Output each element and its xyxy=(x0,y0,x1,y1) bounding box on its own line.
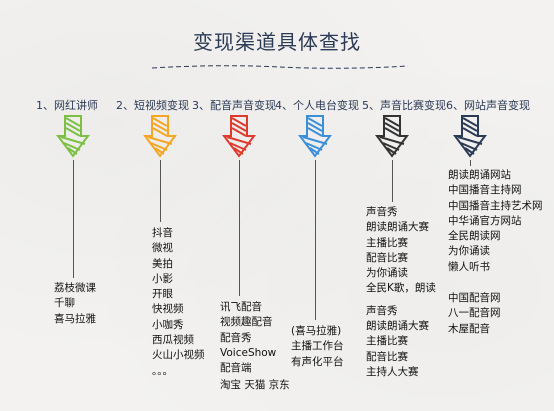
list-item: 主播比赛 xyxy=(366,236,408,249)
list-short-video: 抖音 微视 美拍 小影 开眼 快视频 小咖秀 西瓜视频 火山小视频 。。。 xyxy=(152,226,205,379)
list-item: 主播工作台 xyxy=(291,340,344,353)
list-item: 讯飞配音 xyxy=(220,301,262,313)
list-dubbing: 讯飞配音 视频趣配音 配音秀 VoiceShow 配音端 淘宝 天猫 京东 xyxy=(220,300,290,394)
heading-dubbing: 3、配音声音变现 xyxy=(192,99,276,112)
list-item: 懒人听书 xyxy=(448,260,490,273)
list-online-teacher: 荔枝微课 千聊 喜马拉雅 xyxy=(54,281,96,327)
list-item: 中国播音主持网 xyxy=(448,184,522,197)
list-item: 喜马拉雅 xyxy=(54,312,96,325)
heading-radio: 4、个人电台变现 xyxy=(275,99,359,112)
list-item: 小咖秀 xyxy=(152,318,184,331)
navy-arrow-icon xyxy=(453,115,487,158)
list-item: 火山小视频 xyxy=(152,349,205,362)
list-item: 声音秀 xyxy=(366,206,398,218)
list-item: 开眼 xyxy=(152,288,173,301)
heading-short-video: 2、短视频变现 xyxy=(116,99,189,112)
title-underline xyxy=(151,65,409,69)
page-title: 变现渠道具体查找 xyxy=(193,30,361,54)
list-item: VoiceShow xyxy=(220,346,277,359)
list-item: 千聊 xyxy=(54,297,75,310)
list-item: 木屋配音 xyxy=(448,322,490,335)
orange-arrow-icon xyxy=(143,115,177,158)
list-item: 微视 xyxy=(152,242,173,255)
list-item: 快视频 xyxy=(152,303,184,316)
list-item: 八一配音网 xyxy=(448,307,501,320)
list-item: 声音秀 xyxy=(366,304,398,317)
heading-online-teacher: 1、网红讲师 xyxy=(36,99,98,112)
list-item: 淘宝 天猫 京东 xyxy=(220,379,290,392)
list-item: 中华诵官方网站 xyxy=(448,214,522,227)
list-item: 为你诵读 xyxy=(366,267,408,280)
list-item: (喜马拉雅) xyxy=(291,325,342,337)
list-website: 朗读朗诵网站 中国播音主持网 中国播音主持艺术网 中华诵官方网站 全民朗读网 为… xyxy=(448,168,543,337)
green-arrow-icon xyxy=(56,115,90,158)
heading-contest: 5、声音比赛变现 xyxy=(362,99,446,112)
stem-line xyxy=(160,160,161,222)
list-item: 美拍 xyxy=(152,257,173,270)
stem-line xyxy=(239,160,240,296)
blue-arrow-icon xyxy=(298,115,332,158)
list-item: 主播比赛 xyxy=(366,335,408,348)
list-item: 配音比赛 xyxy=(366,251,408,264)
list-item: 有声化平台 xyxy=(291,355,344,368)
list-item: 抖音 xyxy=(152,227,173,239)
list-item: 配音比赛 xyxy=(366,350,408,363)
stem-line xyxy=(315,160,316,320)
list-item: 主持人大赛 xyxy=(366,365,419,378)
stem-line xyxy=(73,160,74,278)
list-radio: (喜马拉雅) 主播工作台 有声化平台 xyxy=(291,324,344,370)
list-item: 视频趣配音 xyxy=(220,316,273,329)
stem-line xyxy=(470,160,471,166)
list-item: 朗读朗诵网站 xyxy=(448,169,511,181)
list-item: 中国播音主持艺术网 xyxy=(448,199,543,212)
list-item: 朗读朗诵大赛 xyxy=(366,320,429,333)
list-item: 西瓜视频 xyxy=(152,334,194,347)
list-contest: 声音秀 朗读朗诵大赛 主播比赛 配音比赛 为你诵读 全民K歌，朗读 声音秀 朗读… xyxy=(366,205,436,380)
stem-line xyxy=(392,160,393,202)
list-item: 。。。 xyxy=(152,364,173,377)
list-item: 朗读朗诵大赛 xyxy=(366,221,429,234)
list-item: 为你诵读 xyxy=(448,245,490,258)
list-item: 荔枝微课 xyxy=(54,282,96,294)
list-item: 全民K歌，朗读 xyxy=(366,282,436,295)
red-arrow-icon xyxy=(222,115,256,158)
list-item: 全民朗读网 xyxy=(448,230,501,243)
list-item: 配音端 xyxy=(220,362,252,375)
black-arrow-icon xyxy=(375,115,409,158)
list-item: 小影 xyxy=(152,272,173,285)
list-item: 中国配音网 xyxy=(448,292,501,305)
list-item: 配音秀 xyxy=(220,331,252,344)
heading-website: 6、网站声音变现 xyxy=(446,99,530,112)
